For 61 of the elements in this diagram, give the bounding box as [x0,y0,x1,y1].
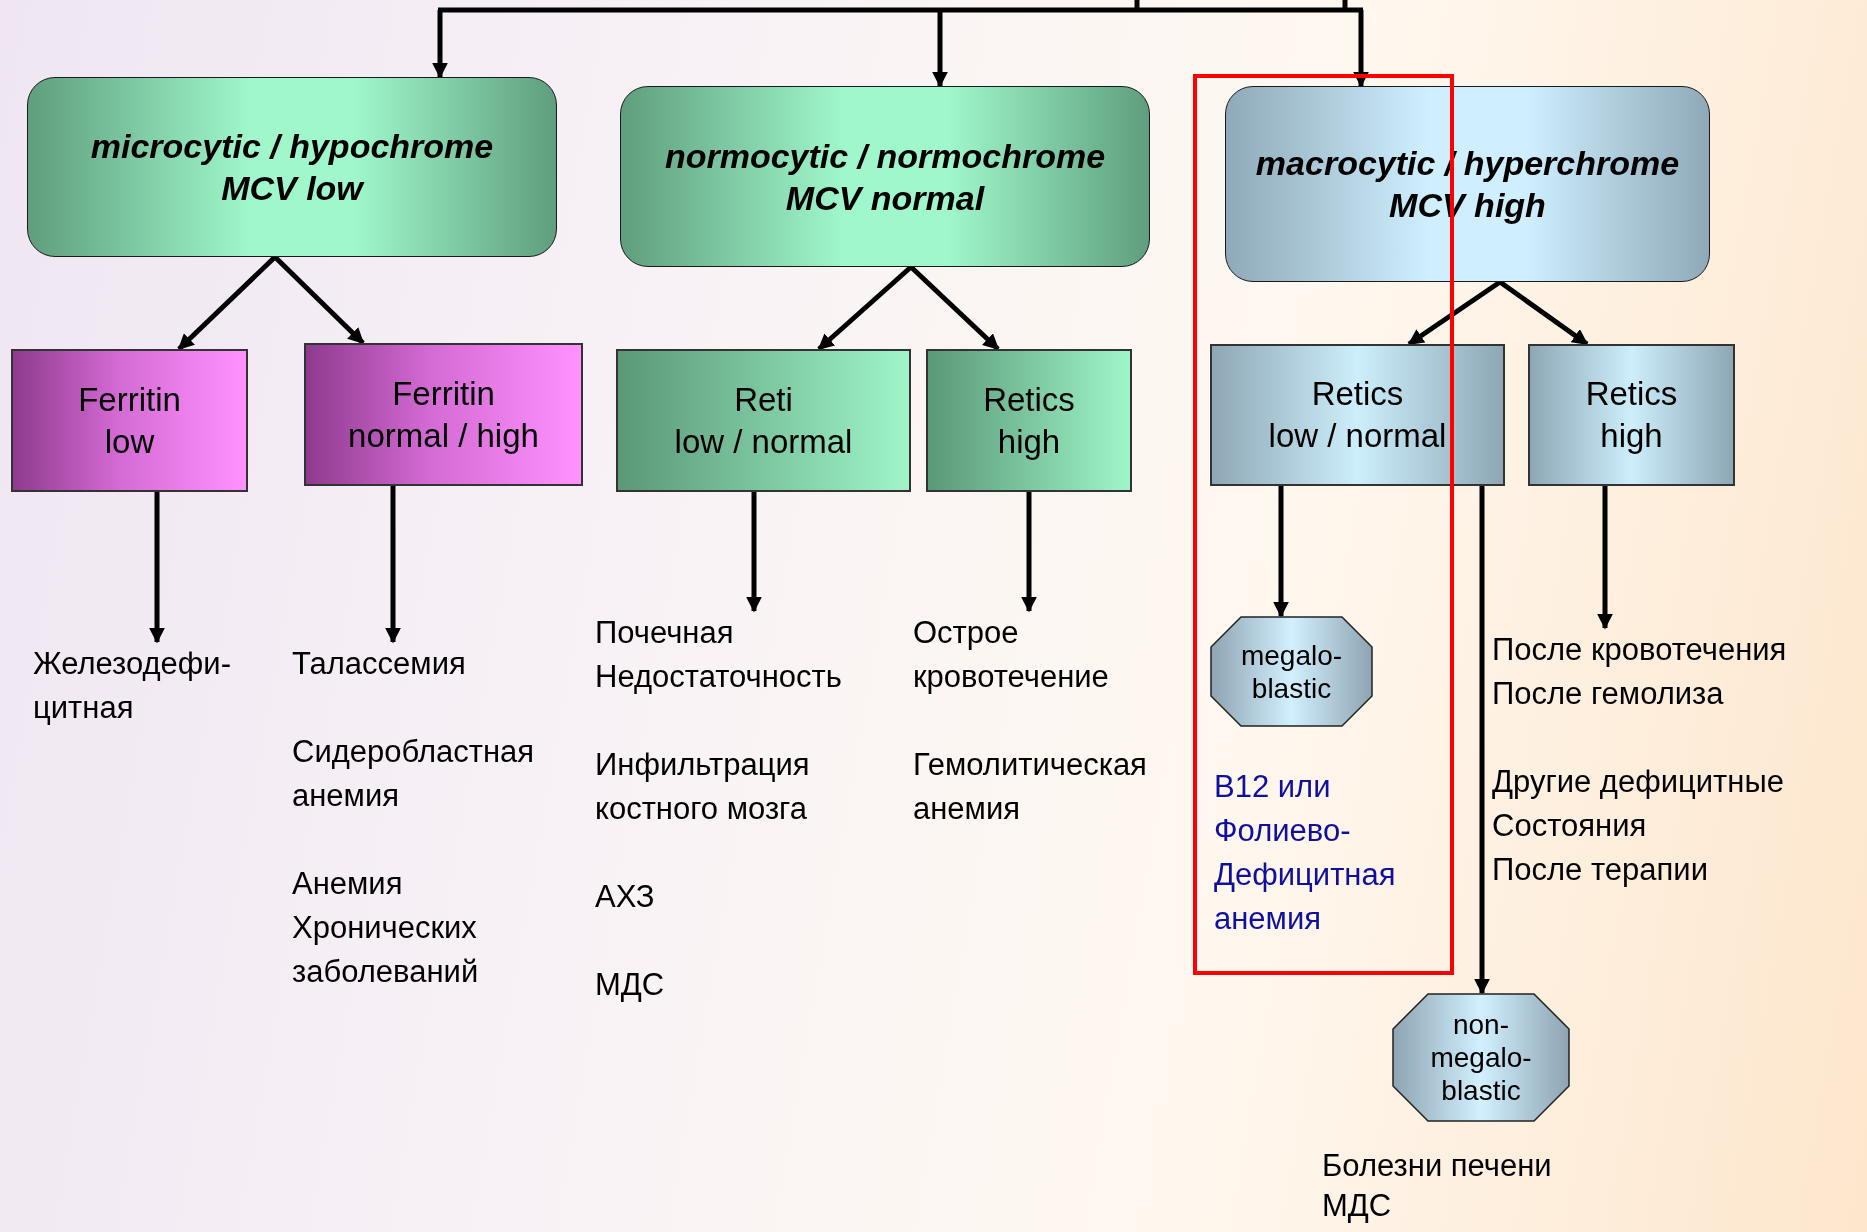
node-label: Ferritin [78,379,181,420]
diagnosis-text: После кровотечения [1492,631,1788,669]
node-label: Ferritin [392,373,495,414]
connector-trunk [438,7,1363,13]
node-label: low / normal [674,421,853,462]
diagnosis-text: МДС [595,966,666,1004]
diagnosis-text: Гемолитическая анемия [913,746,1148,828]
category-label: MCV normal [785,177,985,219]
node-label: low / normal [1268,416,1447,456]
diagnosis-text: Болезни печени [1322,1147,1553,1185]
arrow [817,265,913,351]
arrow [932,10,948,88]
test-box [1528,344,1735,486]
diagnosis-text: Анемия Хронических заболеваний [292,865,480,991]
diagnosis-text: АХЗ [595,878,656,916]
node-label: megalo- blastic [1239,638,1344,705]
arrow [432,10,448,79]
node-label: Retics [1585,374,1678,414]
test-box [304,343,583,486]
arrow [1021,492,1037,613]
node-label: Reti [734,379,793,420]
arrow [1474,486,1490,995]
octagon-shape [1392,993,1570,1122]
arrow [273,255,365,345]
node-label: Retics [983,379,1075,420]
category-label: MCV low [221,168,363,209]
node-label: non- megalo- blastic [1429,1008,1533,1107]
arrow [1273,486,1289,618]
diagnosis-text: После гемолиза [1492,675,1725,713]
diagnosis-text: B12 или Фолиево- Дефицитная анемия [1214,768,1397,938]
diagnosis-text: Почечная Недостаточность [595,614,843,696]
test-box [1210,344,1505,486]
arrow [746,492,762,613]
category-label: normocytic / normochrome [664,135,1106,177]
diagnosis-text: После терапии [1492,851,1709,889]
node-label: normal / high [348,415,539,456]
diagnosis-text: Острое кровотечение [913,614,1110,696]
octagon-shape [1210,616,1373,727]
arrow [909,265,1000,351]
test-box [616,349,911,492]
category-label: microcytic / hypochrome [90,126,494,167]
node-label: low [104,421,155,462]
category-box [1225,86,1710,282]
node-label: high [997,421,1061,462]
diagnosis-text: Сидеробластная анемия [292,733,536,815]
category-box [620,86,1150,267]
arrow [1597,486,1613,630]
arrow [385,486,401,644]
diagnosis-text: Другие дефицитные Состояния [1492,763,1785,845]
node-label: Retics [1311,374,1404,414]
arrow [177,255,277,351]
diagnosis-text: МДС [1322,1187,1393,1225]
diagnosis-text: Инфильтрация костного мозга [595,746,811,828]
category-box [27,77,557,257]
diagnosis-text: Железодефи- цитная [33,645,232,727]
diagnosis-text: Талассемия [292,645,467,683]
test-box [11,349,248,492]
node-label: high [1600,416,1663,456]
arrow [149,492,165,644]
test-box [926,349,1132,492]
arrow [1353,10,1369,88]
